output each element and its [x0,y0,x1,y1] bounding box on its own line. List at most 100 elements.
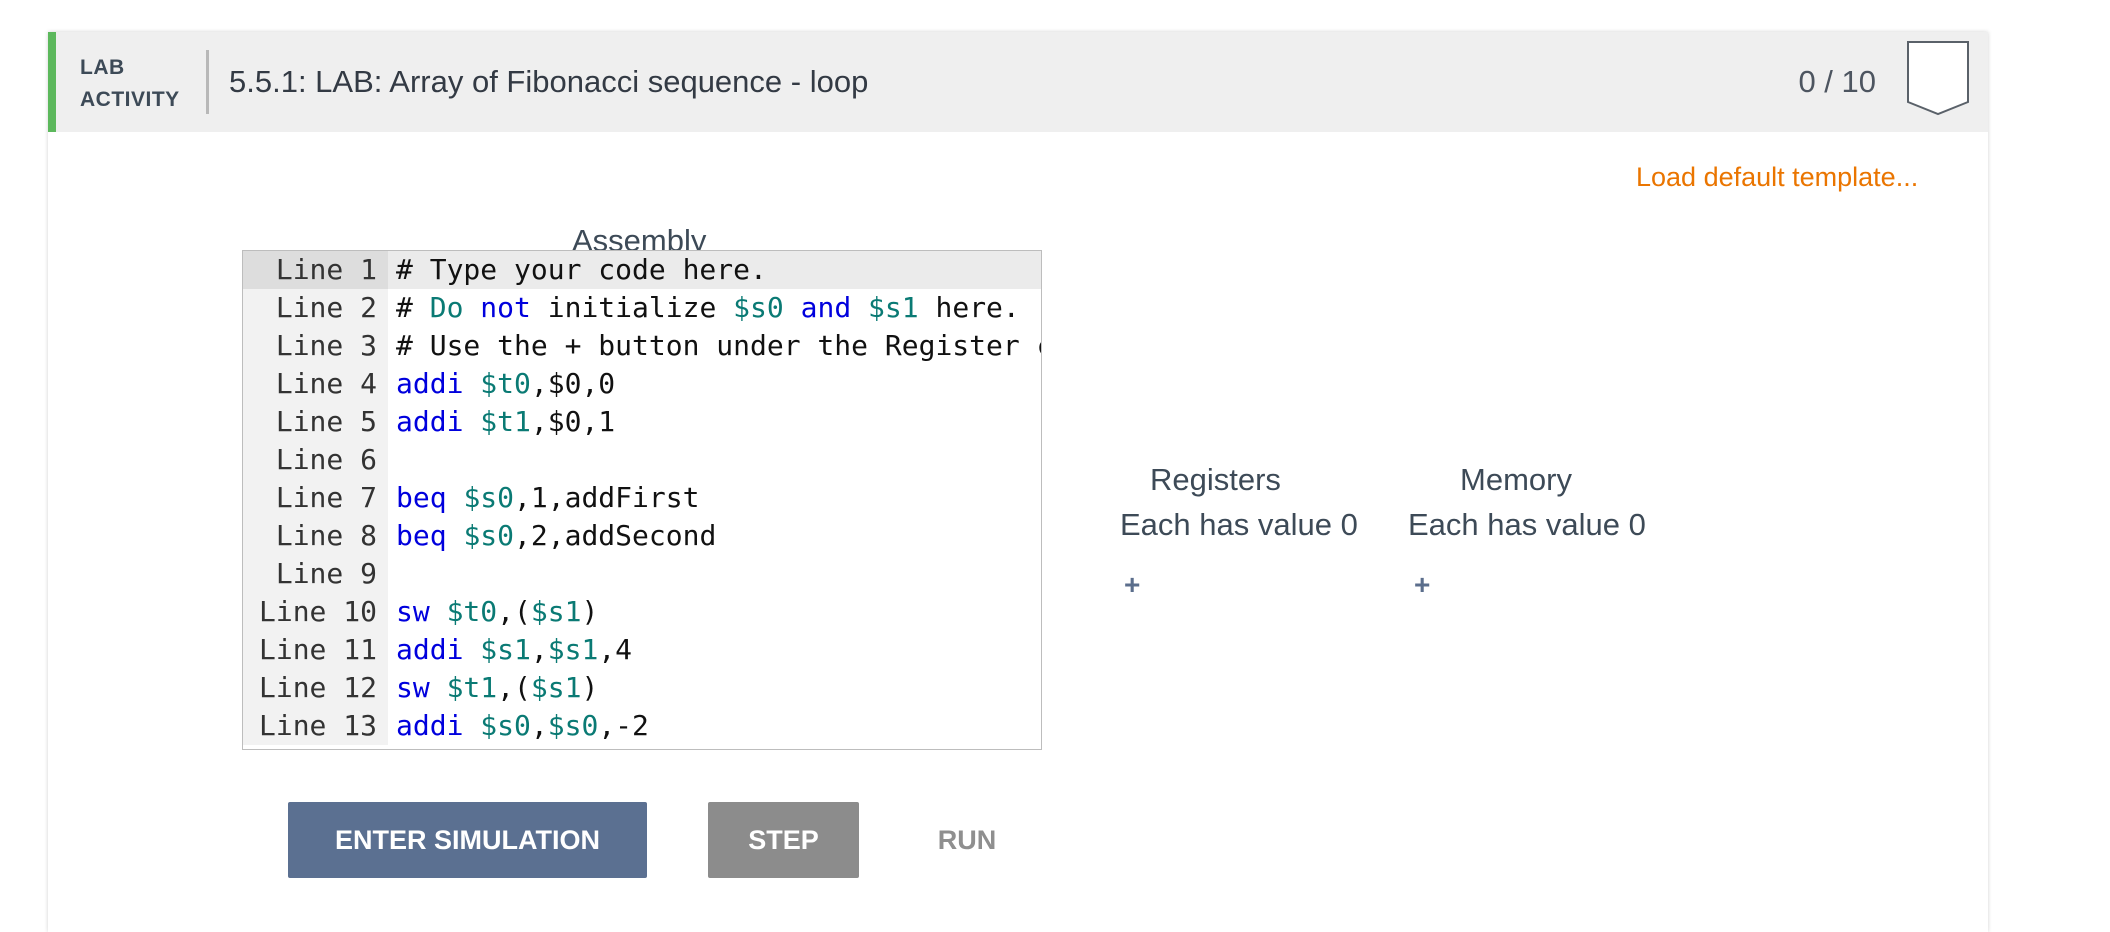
code-token [851,291,868,324]
code-token: Do [429,291,464,324]
code-token: not [480,291,531,324]
load-default-template-link[interactable]: Load default template... [1636,162,1919,192]
code-token: addi [396,405,464,438]
code-text[interactable]: sw $t1,($s1) [388,669,1041,707]
code-token: beq [396,519,447,552]
code-text[interactable]: addi $s1,$s1,4 [388,631,1041,669]
code-token: ) [581,595,599,628]
line-number: Line 12 [243,669,388,707]
code-token [463,633,480,666]
code-token: $s1 [530,595,582,628]
code-token: $t1 [446,671,498,704]
assembly-code-editor[interactable]: Line 1# Type your code here.Line 2# Do n… [242,250,1042,750]
code-token: $s0 [733,291,784,324]
code-token: ,$0,1 [530,405,616,438]
code-text[interactable]: # Type your code here. [388,251,1041,289]
code-token: ,$0,0 [530,367,616,400]
add-register-button[interactable]: + [1124,570,1140,600]
code-token: # [396,291,430,324]
run-button[interactable]: RUN [937,825,997,855]
code-token: ,-2 [598,709,649,742]
code-token: $s1 [547,633,599,666]
activity-type-line1: LAB [80,56,125,79]
code-line[interactable]: Line 3# Use the + button under the Regis… [243,327,1041,365]
activity-header: LAB ACTIVITY 5.5.1: LAB: Array of Fibona… [48,32,1988,132]
enter-simulation-button[interactable]: ENTER SIMULATION [288,802,647,878]
code-line[interactable]: Line 1# Type your code here. [243,251,1041,289]
memory-heading: Memory [1460,462,1572,497]
code-token: $s0 [547,709,599,742]
code-token: # Use the + button under the Register c [396,329,1042,362]
code-text[interactable]: sw $t0,($s1) [388,593,1041,631]
code-text[interactable]: # Do not initialize $s0 and $s1 here. [388,289,1041,327]
line-number: Line 1 [243,251,388,289]
code-text[interactable]: # Use the + button under the Register c [388,327,1041,365]
add-memory-button[interactable]: + [1414,570,1430,600]
line-number: Line 11 [243,631,388,669]
code-token: here. [918,291,1020,324]
line-number: Line 5 [243,403,388,441]
score-display: 0 / 10 [1798,64,1876,99]
line-number: Line 4 [243,365,388,403]
code-token: initialize [530,291,734,324]
code-token: $s0 [463,519,515,552]
code-text[interactable] [388,441,1041,479]
code-token [463,291,480,324]
registers-heading: Registers [1150,462,1281,497]
line-number: Line 6 [243,441,388,479]
code-token: ,( [497,671,531,704]
activity-type-label: LAB ACTIVITY [80,52,180,116]
line-number: Line 13 [243,707,388,745]
code-token: ,4 [598,633,633,666]
code-line[interactable]: Line 6 [243,441,1041,479]
memory-status: Each has value 0 [1408,507,1646,542]
code-token [430,595,447,628]
code-text[interactable]: addi $t1,$0,1 [388,403,1041,441]
registers-status: Each has value 0 [1120,507,1358,542]
plus-icon: + [1124,569,1141,600]
activity-type-line2: ACTIVITY [80,88,180,111]
code-token [463,405,480,438]
code-token: ,( [497,595,531,628]
line-number: Line 8 [243,517,388,555]
badge-outline-icon [1907,41,1969,116]
code-token: $t1 [480,405,531,438]
step-button[interactable]: STEP [708,802,859,878]
code-token: $t0 [480,367,531,400]
code-token: beq [396,481,447,514]
code-line[interactable]: Line 2# Do not initialize $s0 and $s1 he… [243,289,1041,327]
code-token: sw [396,595,430,628]
code-token: addi [396,367,464,400]
activity-title: 5.5.1: LAB: Array of Fibonacci sequence … [229,64,869,99]
line-number: Line 2 [243,289,388,327]
line-number: Line 3 [243,327,388,365]
code-token: $s1 [480,633,531,666]
code-token: $s1 [530,671,582,704]
code-token [447,519,464,552]
code-text[interactable]: addi $t0,$0,0 [388,365,1041,403]
code-token: and [800,291,852,324]
code-token: sw [396,671,430,704]
code-line[interactable]: Line 9 [243,555,1041,593]
line-number: Line 7 [243,479,388,517]
code-text[interactable]: beq $s0,1,addFirst [388,479,1041,517]
code-text[interactable]: addi $s0,$s0,-2 [388,707,1041,745]
code-token [784,291,801,324]
code-text[interactable]: beq $s0,2,addSecond [388,517,1041,555]
header-divider [206,50,209,114]
code-token: $s0 [463,481,515,514]
code-token: ,2,addSecond [514,519,717,552]
code-text[interactable] [388,555,1041,593]
code-token: $s0 [480,709,531,742]
code-token: addi [396,633,464,666]
code-token [463,709,480,742]
plus-icon: + [1414,569,1431,600]
